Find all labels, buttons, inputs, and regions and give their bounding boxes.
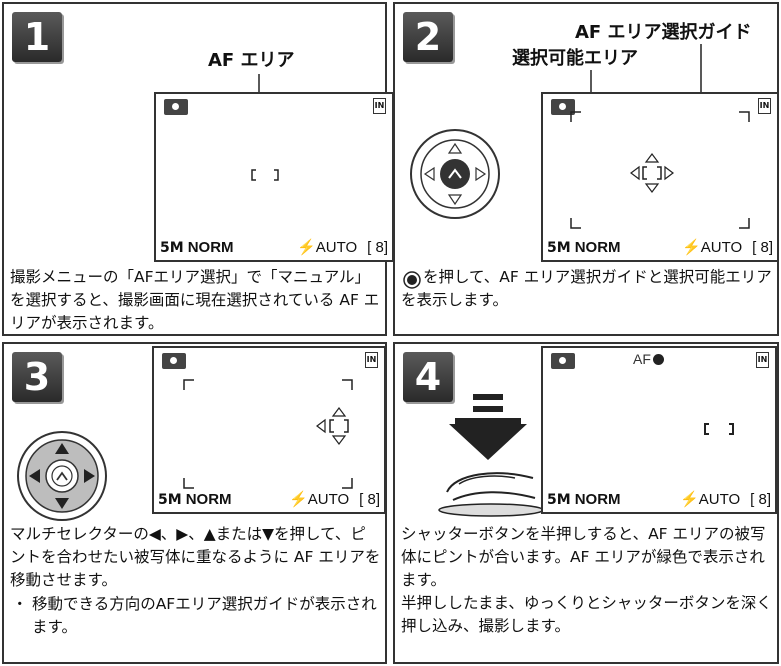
flash-label: AUTO xyxy=(315,239,358,256)
flash-icon: ⚡ xyxy=(682,239,701,256)
flash-mode: ⚡AUTO xyxy=(680,490,740,510)
camera-monitor: IN 5M NORM ⚡AUTO [ 8] xyxy=(541,92,779,262)
camera-mode-icon xyxy=(162,353,186,369)
exposure-count: [ 8] xyxy=(750,491,771,508)
status-bar: 5M NORM ⚡AUTO [ 8] xyxy=(160,238,388,258)
camera-monitor: IN 5M NORM ⚡AUTO [ 8] xyxy=(154,92,394,262)
step-1-panel: 1 AF エリア IN 5M NORM ⚡AUTO [ 8] 撮影メニューの「A… xyxy=(2,2,394,336)
flash-icon: ⚡ xyxy=(289,491,308,508)
selectable-area-callout: 選択可能エリア xyxy=(512,48,638,69)
step-number-badge: 4 xyxy=(403,352,453,402)
step-number-badge: 3 xyxy=(12,352,62,402)
step-description: マルチセレクターの◀、▶、▲または▼を押して、ピントを合わせたい被写体に重なるよ… xyxy=(10,525,381,589)
selectable-area-corners xyxy=(570,111,750,229)
step-4-panel: 4 AF IN 5M NORM ⚡AUTO [ 8] シャッターボタンを半押しす… xyxy=(393,342,779,664)
internal-memory-icon: IN xyxy=(758,98,771,114)
image-quality: NORM xyxy=(574,491,621,508)
af-guide-callout: AF エリア選択ガイド xyxy=(575,22,752,43)
flash-label: AUTO xyxy=(307,491,350,508)
flash-label: AUTO xyxy=(700,239,743,256)
exposure-count: [ 8] xyxy=(752,239,773,256)
count-value: 8 xyxy=(375,239,384,256)
internal-memory-icon: IN xyxy=(373,98,386,114)
exposure-count: [ 8] xyxy=(367,239,388,256)
note-text: 移動できる方向のAFエリア選択ガイドが表示されます。 xyxy=(32,595,377,636)
enter-button-icon xyxy=(403,271,421,289)
af-area-bracket xyxy=(704,423,734,435)
note-bullet: ・ xyxy=(12,595,28,613)
count-value: 8 xyxy=(367,491,376,508)
image-quality: NORM xyxy=(187,239,234,256)
af-indicator-label: AF xyxy=(633,351,651,367)
selectable-area-corners xyxy=(183,379,353,489)
step-description: 撮影メニューの「AFエリア選択」で「マニュアル」を選択すると、撮影画面に現在選択… xyxy=(10,268,380,332)
image-quality: NORM xyxy=(574,239,621,256)
shutter-press-illustration xyxy=(438,394,544,517)
flash-mode: ⚡AUTO xyxy=(297,238,357,258)
internal-memory-icon: IN xyxy=(365,352,378,368)
image-size: 5M xyxy=(158,492,182,508)
focus-dot-icon xyxy=(652,354,664,365)
flash-mode: ⚡AUTO xyxy=(682,238,742,258)
camera-mode-icon xyxy=(164,99,188,115)
flash-label: AUTO xyxy=(698,491,741,508)
status-bar: 5M NORM ⚡AUTO [ 8] xyxy=(547,490,771,510)
status-bar: 5M NORM ⚡AUTO [ 8] xyxy=(547,238,773,258)
flash-icon: ⚡ xyxy=(297,239,316,256)
multi-selector-icon xyxy=(17,431,107,521)
step-number-badge: 1 xyxy=(12,12,62,62)
count-value: 8 xyxy=(760,239,769,256)
count-value: 8 xyxy=(758,491,767,508)
status-bar: 5M NORM ⚡AUTO [ 8] xyxy=(158,490,380,510)
exposure-count: [ 8] xyxy=(359,491,380,508)
camera-monitor: IN 5M NORM ⚡AUTO [ 8] xyxy=(152,346,386,514)
camera-mode-icon xyxy=(551,353,575,369)
af-area-callout: AF エリア xyxy=(208,50,295,71)
image-size: 5M xyxy=(160,240,184,256)
image-size: 5M xyxy=(547,492,571,508)
flash-mode: ⚡AUTO xyxy=(289,490,349,510)
camera-monitor: AF IN 5M NORM ⚡AUTO [ 8] xyxy=(541,346,777,514)
image-size: 5M xyxy=(547,240,571,256)
internal-memory-icon: IN xyxy=(756,352,769,368)
flash-icon: ⚡ xyxy=(680,491,699,508)
step-description: シャッターボタンを半押しすると、AF エリアの被写体にピントが合います。AF エ… xyxy=(401,525,772,635)
af-indicator: AF xyxy=(633,351,664,367)
step-description: を押して、AF エリア選択ガイドと選択可能エリアを表示します。 xyxy=(401,268,772,309)
step-3-panel: 3 IN 5M NORM ⚡AUTO [ 8] マルチセレクター xyxy=(2,342,387,664)
af-area-bracket xyxy=(251,169,279,181)
camera-mode-icon xyxy=(551,99,575,115)
step-number-badge: 2 xyxy=(403,12,453,62)
multi-selector-icon xyxy=(410,129,500,219)
step-2-panel: 2 AF エリア選択ガイド 選択可能エリア IN 5M NORM xyxy=(393,2,779,336)
image-quality: NORM xyxy=(185,491,232,508)
